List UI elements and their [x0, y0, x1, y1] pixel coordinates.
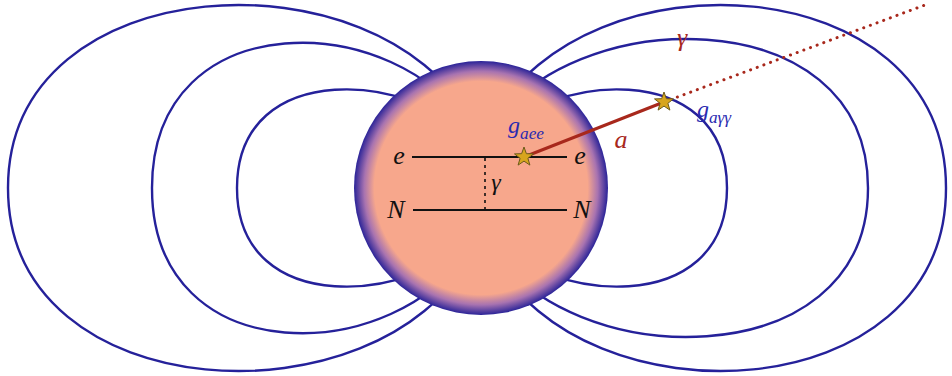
coupling-label: gaγγ — [697, 97, 731, 126]
photon-line — [664, 5, 925, 102]
nucleus-line — [413, 209, 567, 211]
field-lines — [8, 5, 946, 371]
nucleus-label: N — [387, 197, 404, 223]
electron-label: e — [574, 143, 586, 169]
electron-label: e — [393, 143, 405, 169]
vertex-star — [515, 147, 534, 165]
axion-line — [524, 102, 664, 157]
star-body — [354, 61, 608, 315]
photon-label: γ — [491, 170, 500, 194]
electron-line — [412, 156, 567, 158]
photon-propagator — [484, 158, 486, 209]
vertex-star — [655, 92, 674, 110]
nucleus-label: N — [573, 197, 590, 223]
axion-label: a — [615, 127, 628, 153]
coupling-label: gaee — [508, 113, 544, 142]
photon-label: γ — [677, 25, 687, 51]
